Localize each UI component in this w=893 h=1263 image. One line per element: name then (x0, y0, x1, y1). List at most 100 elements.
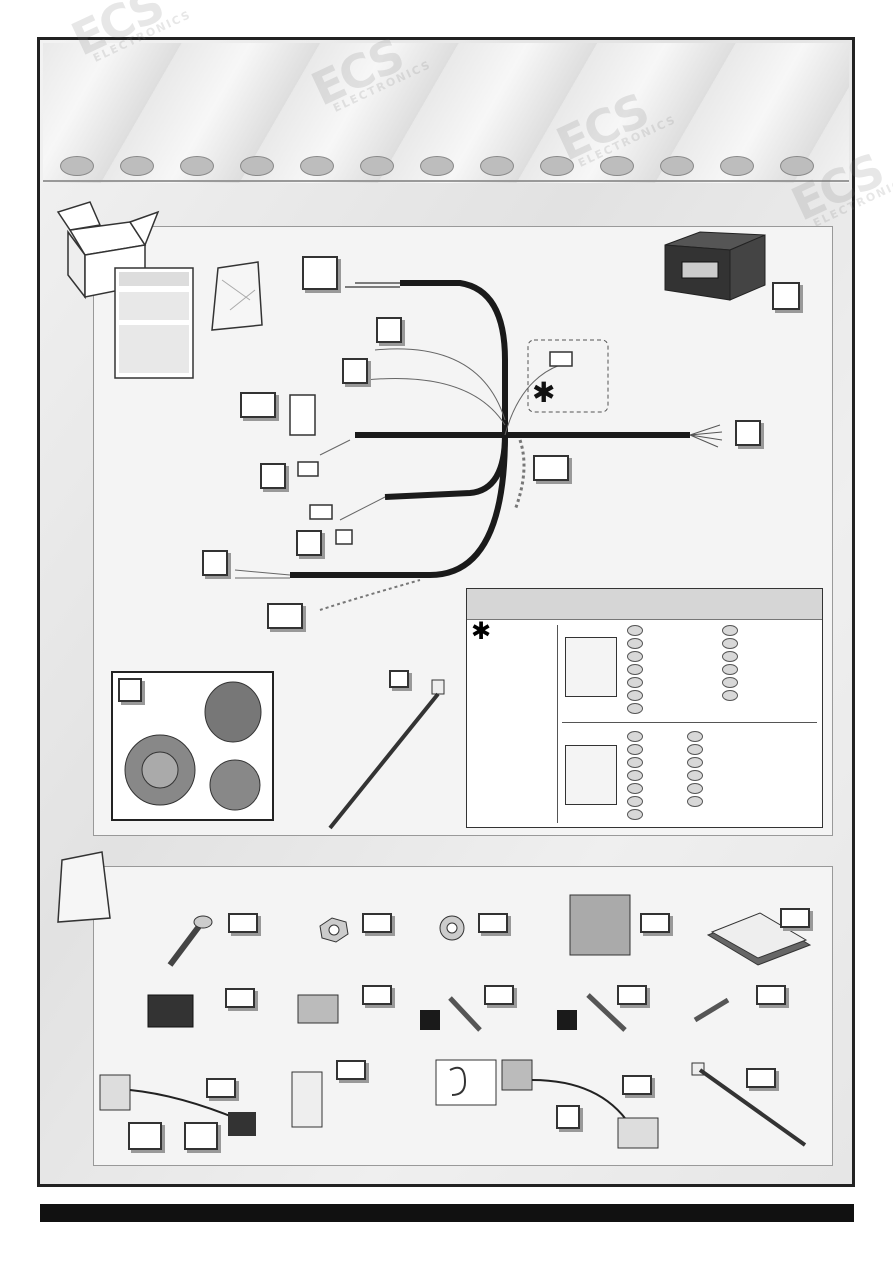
part-label-box (640, 913, 670, 933)
part-label-box (756, 985, 786, 1005)
legend-oval (687, 783, 703, 794)
legend-oval (722, 677, 738, 688)
ear-icon (435, 1059, 497, 1106)
legend-oval (627, 757, 643, 768)
cable-tie-icon (691, 1062, 807, 1147)
legend-divider (557, 625, 558, 823)
header-oval (600, 156, 634, 176)
legend-oval (627, 744, 643, 755)
legend-oval (722, 664, 738, 675)
terminal-icon (569, 894, 631, 956)
part-label-box (478, 913, 508, 933)
part-label-box (296, 530, 322, 556)
part-label-box (184, 1122, 218, 1150)
header-oval (660, 156, 694, 176)
legend-oval (687, 731, 703, 742)
legend-star: ✱ (471, 617, 492, 645)
part-label-box (206, 1078, 236, 1098)
legend-oval (627, 638, 643, 649)
legend-oval (627, 677, 643, 688)
part-label-box (240, 392, 276, 418)
part-label-box (225, 988, 255, 1008)
legend-oval (722, 690, 738, 701)
part-label-box (376, 317, 402, 343)
parts-bag-icon (57, 851, 111, 923)
small-parts-panel (93, 866, 833, 1166)
part-label-box (533, 455, 569, 481)
battery-caravan-icon-box (565, 637, 617, 697)
parts-bag-icon (211, 261, 263, 331)
fuse-icon (99, 1074, 256, 1136)
part-label-box (735, 420, 761, 446)
part-label-box (617, 985, 647, 1005)
part-label-box (780, 908, 810, 928)
legend-oval (627, 783, 643, 794)
part-label-box (772, 282, 800, 310)
legend-oval (627, 796, 643, 807)
marker-square (557, 1010, 577, 1030)
legend-oval (687, 744, 703, 755)
marker-square (420, 1010, 440, 1030)
header-oval (120, 156, 154, 176)
header-oval (300, 156, 334, 176)
legend-oval (627, 664, 643, 675)
legend-oval (627, 651, 643, 662)
header-oval (780, 156, 814, 176)
header-oval (360, 156, 394, 176)
header-oval (240, 156, 274, 176)
legend-row-divider (562, 722, 817, 723)
key-caravan-icon-box (565, 745, 617, 805)
legend-oval (627, 770, 643, 781)
legend-oval (722, 638, 738, 649)
part-label-box (202, 550, 228, 576)
header-oval (60, 156, 94, 176)
header-oval (420, 156, 454, 176)
legend-oval (687, 757, 703, 768)
part-label-box (336, 1060, 366, 1080)
asterisk-icon: ✱ (532, 376, 556, 409)
washer-icon (439, 915, 465, 941)
part-label-box (746, 1068, 776, 1088)
footer-bar (40, 1204, 854, 1222)
part-label-box (267, 603, 303, 629)
legend-oval (627, 690, 643, 701)
part-label-box (260, 463, 286, 489)
legend-table: ✱ (466, 588, 823, 828)
legend-oval (627, 703, 643, 714)
legend-header (467, 589, 822, 620)
legend-oval (627, 809, 643, 820)
fuse-icon (291, 1071, 323, 1128)
socket-icon (124, 681, 262, 811)
nut-icon (319, 917, 349, 943)
part-label-box (362, 913, 392, 933)
part-label-box (302, 256, 338, 290)
part-label-box (228, 913, 258, 933)
header-separator (43, 180, 849, 182)
legend-oval (687, 770, 703, 781)
instruction-sheet-icon (114, 267, 194, 379)
tape-icon (706, 912, 812, 966)
legend-oval (687, 796, 703, 807)
part-label-box (389, 670, 409, 688)
part-label-box (362, 985, 392, 1005)
part-label-box (128, 1122, 162, 1150)
buzzer-icon (501, 1059, 659, 1149)
part-label-box (556, 1105, 580, 1129)
part-label-box (622, 1075, 652, 1095)
part-label-box (484, 985, 514, 1005)
part-label-box (118, 678, 142, 702)
legend-oval (627, 731, 643, 742)
header-oval (180, 156, 214, 176)
header-oval (480, 156, 514, 176)
legend-oval (722, 651, 738, 662)
header-oval-row (60, 156, 814, 176)
header-oval (720, 156, 754, 176)
module-icon (664, 231, 766, 301)
header-oval (540, 156, 574, 176)
cable-tie-icon (328, 679, 445, 830)
legend-oval (722, 625, 738, 636)
part-label-box (342, 358, 368, 384)
screw-icon (167, 915, 213, 967)
